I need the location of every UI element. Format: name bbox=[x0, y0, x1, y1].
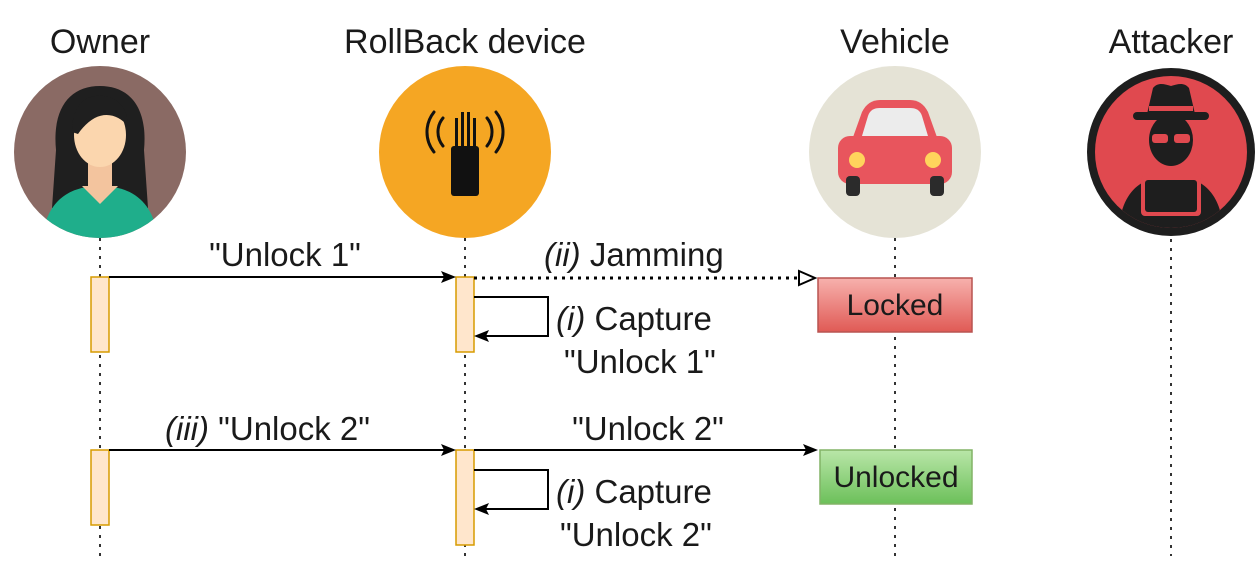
capture-2-line2: "Unlock 2" bbox=[560, 516, 712, 553]
message-jamming: (ii) Jamming bbox=[474, 236, 818, 287]
vehicle-label: Vehicle bbox=[840, 23, 950, 61]
capture-1-text: Capture bbox=[585, 300, 712, 337]
radio-transmitter-icon bbox=[379, 66, 551, 238]
attacker-label: Attacker bbox=[1109, 23, 1234, 61]
self-message-capture-2: (i) Capture "Unlock 2" bbox=[474, 469, 712, 553]
message-unlock-2-owner: (iii) "Unlock 2" bbox=[109, 410, 456, 456]
message-unlock-2-owner-label: (iii) "Unlock 2" bbox=[165, 410, 370, 447]
capture-1-prefix: (i) bbox=[556, 300, 585, 337]
car-icon bbox=[809, 66, 981, 238]
capture-2-text: Capture bbox=[585, 473, 712, 510]
jamming-text: Jamming bbox=[581, 236, 724, 273]
arrow-head bbox=[474, 330, 489, 342]
rollback-activation-1 bbox=[455, 276, 475, 353]
unlocked-state-box: Unlocked bbox=[819, 449, 973, 505]
message-unlock-1-label: "Unlock 1" bbox=[209, 236, 361, 273]
capture-2-label: (i) Capture bbox=[556, 473, 712, 510]
rollback-activation-2 bbox=[455, 449, 475, 546]
owner-label: Owner bbox=[50, 23, 150, 61]
locked-state-box: Locked bbox=[817, 277, 973, 333]
hacker-icon bbox=[1087, 68, 1255, 236]
owner-activation-2 bbox=[90, 449, 110, 526]
jamming-prefix: (ii) bbox=[544, 236, 581, 273]
unlocked-state-label: Unlocked bbox=[833, 461, 958, 494]
arrow-head bbox=[803, 444, 818, 456]
message-unlock-2-vehicle: "Unlock 2" bbox=[474, 410, 818, 456]
unlock-2-text: "Unlock 2" bbox=[209, 410, 370, 447]
capture-1-line2: "Unlock 1" bbox=[564, 343, 716, 380]
message-unlock-1: "Unlock 1" bbox=[109, 236, 456, 283]
arrow-head bbox=[441, 271, 456, 283]
open-arrow-head bbox=[798, 269, 818, 287]
woman-avatar-icon bbox=[14, 66, 186, 238]
message-jamming-label: (ii) Jamming bbox=[544, 236, 724, 273]
unlock-2-prefix: (iii) bbox=[165, 410, 209, 447]
arrow-head bbox=[474, 503, 489, 515]
message-unlock-2-vehicle-label: "Unlock 2" bbox=[572, 410, 724, 447]
rollback-device-label: RollBack device bbox=[344, 23, 586, 61]
owner-activation-1 bbox=[90, 276, 110, 353]
capture-1-label: (i) Capture bbox=[556, 300, 712, 337]
self-message-capture-1: (i) Capture "Unlock 1" bbox=[474, 296, 716, 380]
capture-2-prefix: (i) bbox=[556, 473, 585, 510]
arrow-head bbox=[441, 444, 456, 456]
locked-state-label: Locked bbox=[847, 289, 944, 322]
